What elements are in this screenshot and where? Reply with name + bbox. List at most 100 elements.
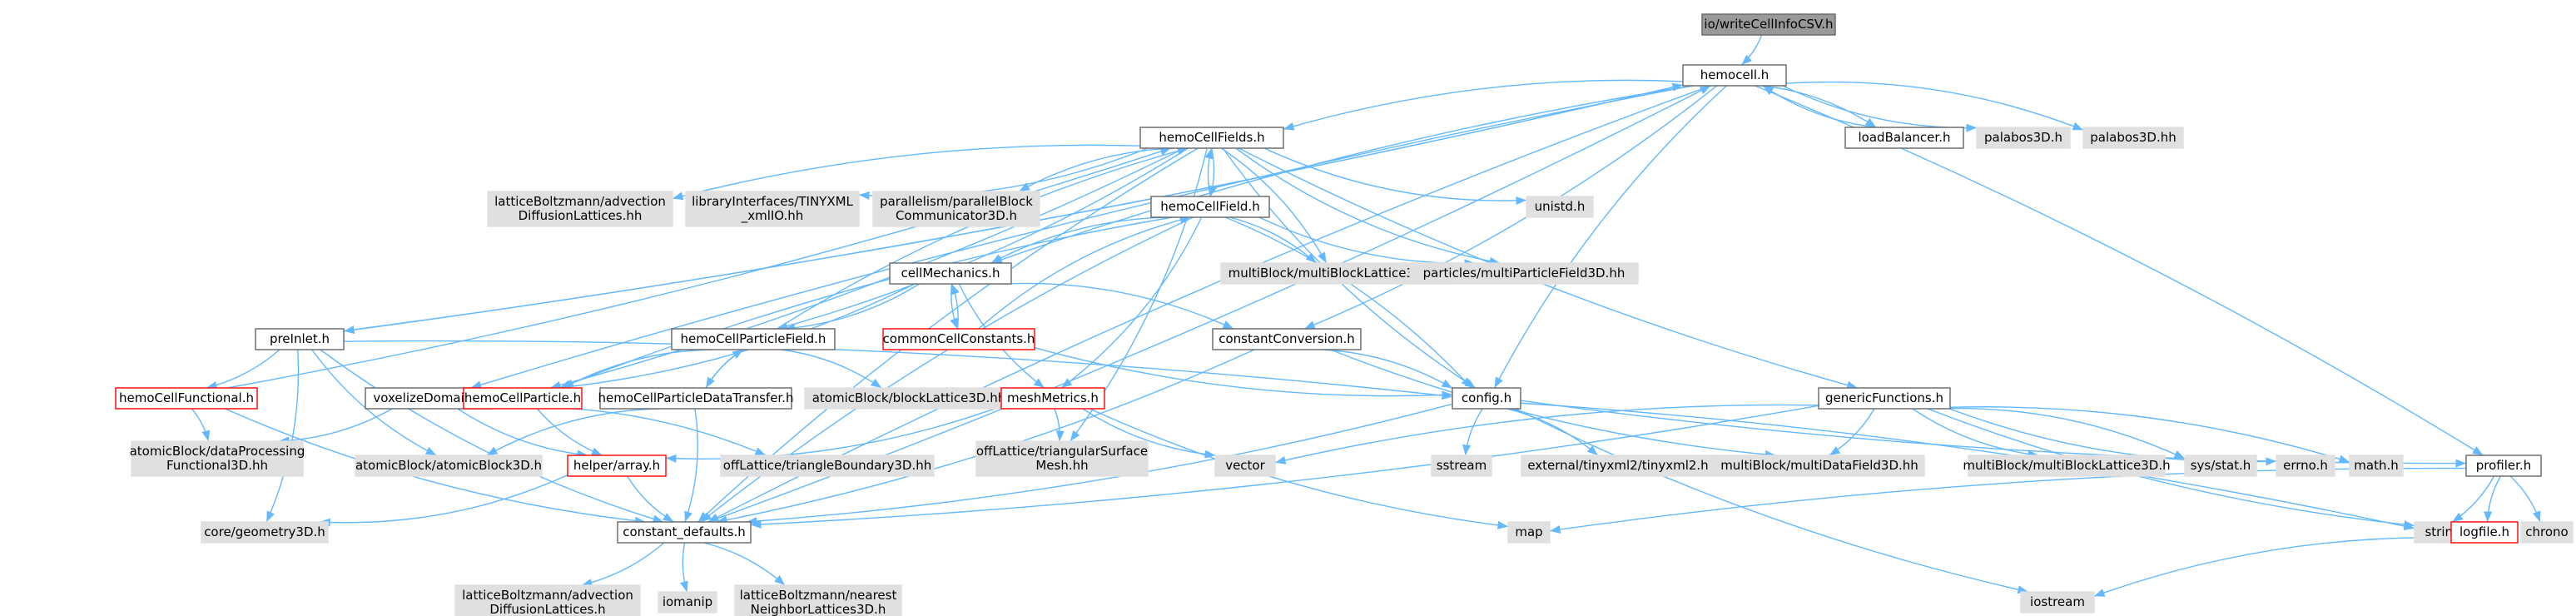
node-particleField[interactable]: particles/multiParticleField3D.hh [1409, 262, 1639, 285]
node-hcFunctional[interactable]: hemoCellFunctional.h [115, 387, 258, 410]
node-box [355, 455, 543, 477]
node-box [2276, 455, 2335, 477]
node-box [1968, 455, 2166, 477]
edge-preInlet-to-coreGeometry [266, 349, 300, 523]
node-cellMechanics[interactable]: cellMechanics.h [889, 262, 1012, 285]
node-box [1701, 13, 1836, 36]
edge-hemoCellField-to-config [1224, 216, 1472, 389]
edge-hemocell-to-cellMechanics [991, 85, 1694, 264]
node-label: Mesh.hh [1035, 458, 1088, 473]
node-label: sstream [1437, 458, 1487, 473]
edge-hcParticleField-to-hcPDT [705, 349, 744, 389]
node-tinyxmlio[interactable]: libraryInterfaces/TINYXML_xmlIO.hh [685, 191, 860, 227]
node-box [975, 440, 1149, 477]
edge-hemoCellFields-to-particleField [1235, 147, 1501, 266]
edge-cellMechanics-to-constantConversion [1003, 282, 1234, 330]
node-label: hemoCellParticleField.h [681, 331, 826, 346]
node-genericFunctions[interactable]: genericFunctions.h [1818, 387, 1951, 410]
node-logfile[interactable]: logfile.h [2450, 521, 2519, 544]
node-mbDataField[interactable]: multiBlock/multiDataField3D.hh [1714, 455, 1925, 477]
edge-genericFunctions-to-sysstat [1936, 407, 2186, 460]
node-box [1409, 262, 1639, 285]
node-chrono[interactable]: chrono [2520, 521, 2574, 544]
node-unistd[interactable]: unistd.h [1526, 196, 1594, 218]
node-config[interactable]: config.h [1452, 387, 1521, 410]
node-box [463, 387, 583, 410]
node-iostream[interactable]: iostream [2020, 591, 2095, 614]
node-coreGeometry[interactable]: core/geometry3D.h [201, 521, 329, 544]
edge-preInlet-to-hcFunctional [206, 349, 280, 390]
node-atomicBlock3D[interactable]: atomicBlock/atomicBlock3D.h [355, 455, 543, 477]
node-label: cellMechanics.h [901, 266, 1000, 281]
node-box [1714, 455, 1925, 477]
node-box [1000, 387, 1105, 410]
node-label: parallelism/parallelBlock [880, 194, 1033, 209]
node-constantConversion[interactable]: constantConversion.h [1212, 328, 1362, 350]
node-box [255, 328, 345, 350]
node-hemocell[interactable]: hemocell.h [1682, 64, 1787, 87]
node-box [671, 328, 836, 350]
node-label: helper/array.h [573, 458, 660, 473]
edge-hcPDT-to-atomicBlock3D [486, 408, 658, 456]
node-parBlock[interactable]: parallelism/parallelBlockCommunicator3D.… [872, 191, 1040, 227]
node-box [1507, 521, 1551, 544]
edge-commonCellConstants-to-hemoCellField [978, 216, 1191, 330]
node-palabos3Dh[interactable]: palabos3D.h [1976, 127, 2071, 149]
node-box [1976, 127, 2071, 149]
edge-loadBalancer-to-hemocell [1762, 85, 1877, 128]
node-sstream[interactable]: sstream [1431, 455, 1492, 477]
node-hemoCellField[interactable]: hemoCellField.h [1150, 196, 1270, 218]
node-map[interactable]: map [1507, 521, 1551, 544]
node-palabos3Dhh[interactable]: palabos3D.hh [2082, 127, 2184, 149]
node-label: palabos3D.hh [2090, 130, 2176, 145]
node-box [1526, 196, 1594, 218]
edge-hemoCellField-to-cellMechanics [990, 216, 1170, 264]
node-label: constant_defaults.h [623, 524, 746, 540]
node-tinyxml2[interactable]: external/tinyxml2/tinyxml2.h [1521, 455, 1715, 477]
node-helperArray[interactable]: helper/array.h [567, 455, 667, 477]
node-label: chrono [2525, 524, 2568, 539]
edge-config-to-iostream [1515, 408, 2029, 594]
edge-profiler-to-map [1549, 467, 2467, 534]
node-lbNearest[interactable]: latticeBoltzmann/nearestNeighborLattices… [734, 584, 902, 616]
edge-voxelizeDomain-to-helperArray [457, 408, 588, 459]
node-label: io/writeCellInfoCSV.h [1704, 17, 1833, 32]
node-preInlet[interactable]: preInlet.h [255, 328, 345, 350]
edge-meshMetrics-to-triSurface [1054, 408, 1065, 442]
node-errno[interactable]: errno.h [2276, 455, 2335, 477]
edge-voxelizeDomain-to-triBoundary [489, 406, 767, 456]
edge-preInlet-to-atomicBlock3D [311, 349, 437, 456]
node-hcPDT[interactable]: hemoCellParticleDataTransfer.h [598, 387, 794, 410]
node-hcParticle[interactable]: hemoCellParticle.h [463, 387, 583, 410]
node-label: multiBlock/multiBlockLattice3D.h [1963, 458, 2170, 473]
node-iomanip[interactable]: iomanip [658, 591, 717, 614]
edge-hemoCellField-to-particleField [1258, 216, 1476, 268]
node-lbAdvHH[interactable]: latticeBoltzmann/advectionDiffusionLatti… [487, 191, 673, 227]
node-box [201, 521, 329, 544]
node-atomicDataProc[interactable]: atomicBlock/dataProcessingFunctional3D.h… [130, 440, 305, 477]
node-triBoundary[interactable]: offLattice/triangleBoundary3D.hh [720, 455, 935, 477]
node-constantDefaults[interactable]: constant_defaults.h [617, 521, 752, 544]
edge-config-to-string [1520, 402, 2415, 531]
node-meshMetrics[interactable]: meshMetrics.h [1000, 387, 1105, 410]
node-root[interactable]: io/writeCellInfoCSV.h [1701, 13, 1836, 36]
node-sysstat[interactable]: sys/stat.h [2184, 455, 2257, 477]
node-label: palabos3D.h [1984, 130, 2062, 145]
edge-commonCellConstants-to-cellMechanics [950, 283, 960, 330]
node-hemoCellFields[interactable]: hemoCellFields.h [1139, 127, 1284, 149]
node-mbLatticeH[interactable]: multiBlock/multiBlockLattice3D.h [1963, 455, 2171, 477]
edge-config-to-sstream [1462, 408, 1483, 456]
edge-hemoCellFields-to-mbLattice [1221, 147, 1328, 264]
node-hcParticleField[interactable]: hemoCellParticleField.h [671, 328, 836, 350]
node-vector[interactable]: vector [1214, 455, 1276, 477]
node-blockLattice[interactable]: atomicBlock/blockLattice3D.hh [804, 387, 1014, 410]
node-box [2450, 521, 2519, 544]
node-label: config.h [1462, 390, 1511, 405]
node-commonCellConstants[interactable]: commonCellConstants.h [882, 328, 1035, 350]
node-loadBalancer[interactable]: loadBalancer.h [1844, 127, 1964, 149]
node-profiler[interactable]: profiler.h [2465, 455, 2542, 477]
node-math[interactable]: math.h [2349, 455, 2404, 477]
node-lbAdvH[interactable]: latticeBoltzmann/advectionDiffusionLatti… [454, 584, 641, 616]
node-label: loadBalancer.h [1859, 130, 1951, 145]
